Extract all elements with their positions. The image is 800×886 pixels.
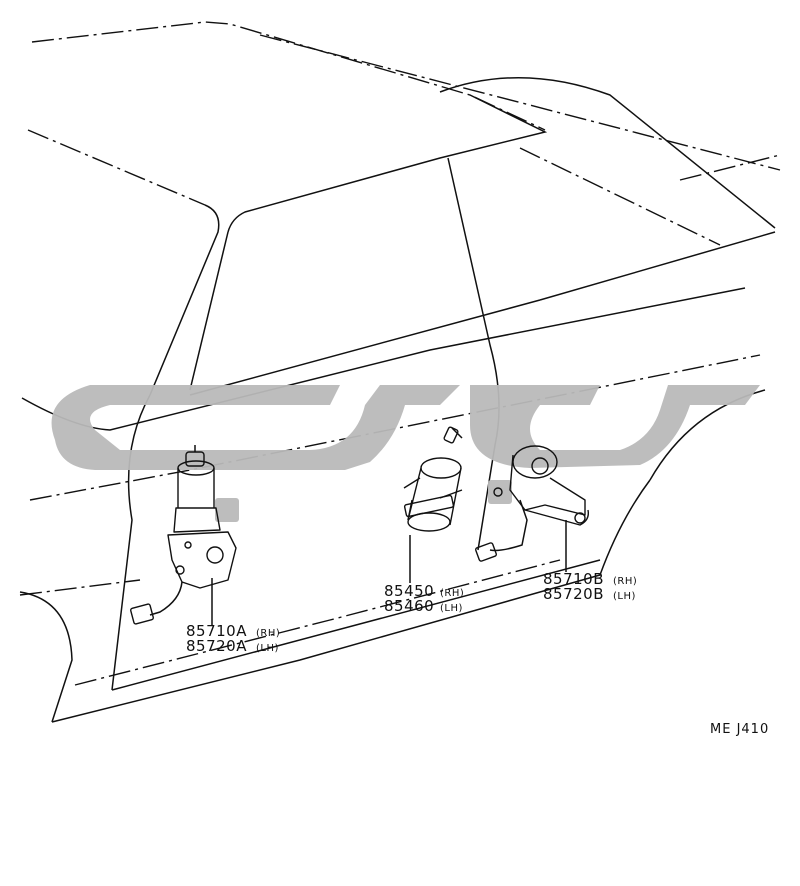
front-pillar-dash [27, 129, 206, 206]
door-lock-actuator-a [130, 445, 237, 625]
part-number-a-lh: 85720A [186, 637, 247, 655]
roof-line [31, 21, 546, 131]
part-label-a: 85710A (RH) 85720A (LH) [186, 622, 280, 655]
part-number-b-lh: 85720B [543, 585, 604, 603]
side-b-rh: (RH) [613, 576, 637, 587]
part-number-solenoid-lh: 85460 [384, 597, 434, 615]
b-pillar-inner [189, 231, 229, 391]
connector-a [130, 603, 154, 625]
front-door-edge [111, 394, 151, 691]
wire-harness-b [489, 499, 528, 552]
connector-b [475, 542, 497, 562]
part-label-solenoid: 85450 (RH) 85460 (LH) [384, 582, 464, 615]
door-lock-actuator-b [475, 445, 590, 572]
window-inner-dash [519, 147, 721, 246]
part-number-solenoid-rh: 85450 [384, 582, 434, 600]
window-top [227, 94, 548, 233]
part-number-a-rh: 85710A [186, 622, 247, 640]
lower-door-line [111, 559, 601, 691]
part-number-b-rh: 85710B [543, 570, 604, 588]
watermark-logo [51, 385, 760, 522]
body-side-dash-2 [74, 559, 561, 686]
front-wheel-arch [19, 591, 73, 723]
roof-rail [259, 34, 781, 171]
rear-window-upper [439, 77, 776, 229]
rear-quarter-dash [679, 154, 781, 181]
body-side-dash-1 [29, 354, 761, 501]
car-body-outline [19, 21, 781, 723]
side-a-lh: (LH) [256, 643, 279, 654]
window-bottom [539, 231, 776, 301]
part-label-b: 85710B (RH) 85720B (LH) [543, 570, 637, 603]
side-solenoid-rh: (RH) [440, 588, 464, 599]
diagram-code: ME J410 [710, 722, 769, 737]
side-b-lh: (LH) [613, 591, 636, 602]
rocker-panel [51, 479, 651, 723]
side-solenoid-lh: (LH) [440, 603, 463, 614]
belt-line-upper [189, 299, 541, 396]
door-lock-solenoid [403, 426, 463, 583]
side-a-rh: (RH) [256, 628, 280, 639]
body-side-dash-3 [19, 579, 141, 596]
a-pillar [149, 204, 220, 396]
wire-harness-a [149, 581, 183, 616]
